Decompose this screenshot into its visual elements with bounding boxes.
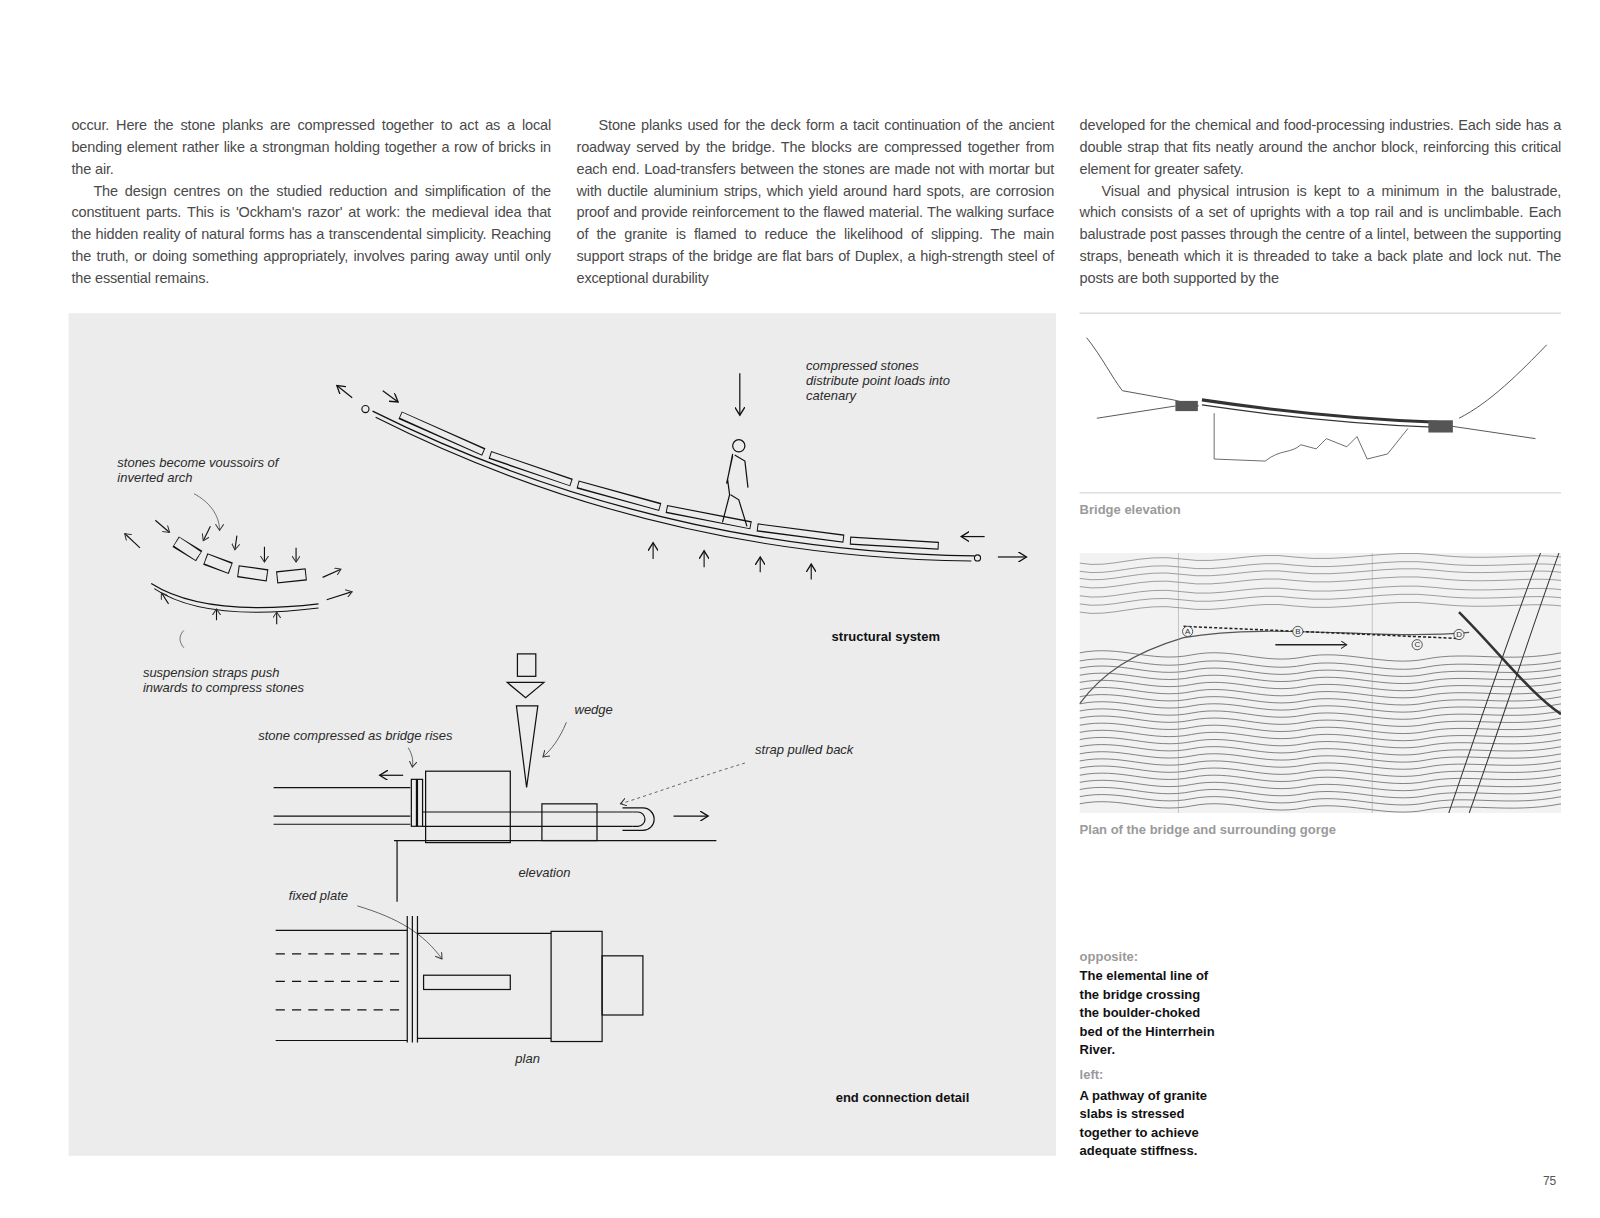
caption-key: opposite: bbox=[1080, 949, 1139, 964]
gorge-map bbox=[1080, 553, 1561, 813]
map-marker: A bbox=[1185, 627, 1190, 636]
image-caption: Bridge elevation bbox=[1080, 502, 1181, 517]
sketch-note: fixed plate bbox=[289, 888, 348, 903]
image-caption: Plan of the bridge and surrounding gorge bbox=[1080, 822, 1336, 837]
inverted-arch-sketch bbox=[125, 494, 352, 648]
figure-title: end connection detail bbox=[836, 1090, 970, 1105]
sketch-panel bbox=[69, 313, 1056, 1156]
sketch-note: wedge bbox=[575, 702, 613, 717]
bridge-elevation-drawing bbox=[1080, 313, 1561, 493]
body-text: developed for the chemical and food-proc… bbox=[1080, 115, 1562, 180]
sketch-note: strap pulled back bbox=[755, 742, 853, 757]
body-text: Visual and physical intrusion is kept to… bbox=[1080, 181, 1562, 290]
body-text: occur. Here the stone planks are compres… bbox=[71, 115, 551, 180]
body-text: The design centres on the studied reduct… bbox=[71, 181, 551, 290]
photo-caption: A pathway of granite slabs is stressed t… bbox=[1080, 1087, 1221, 1161]
map-marker: B bbox=[1295, 627, 1300, 636]
sketch-note: suspension straps push inwards to compre… bbox=[143, 665, 306, 695]
catenary-sketch bbox=[337, 373, 1027, 579]
map-marker: D bbox=[1456, 630, 1462, 639]
page-number: 75 bbox=[1543, 1174, 1556, 1188]
end-connection-elevation bbox=[274, 654, 717, 902]
caption-key: left: bbox=[1080, 1067, 1104, 1082]
map-marker: C bbox=[1415, 640, 1421, 649]
view-label: elevation bbox=[518, 865, 570, 880]
leader-lines bbox=[357, 722, 745, 959]
sketch-note: stones become voussoirs of inverted arch bbox=[117, 455, 278, 485]
photo-caption: The elemental line of the bridge crossin… bbox=[1080, 967, 1221, 1060]
view-label: plan bbox=[515, 1051, 540, 1066]
body-text: Stone planks used for the deck form a ta… bbox=[577, 115, 1055, 289]
end-connection-plan bbox=[276, 916, 643, 1042]
sketch-note: compressed stones distribute point loads… bbox=[806, 358, 961, 403]
figure-title: structural system bbox=[832, 629, 940, 644]
sketch-note: stone compressed as bridge rises bbox=[258, 728, 452, 743]
